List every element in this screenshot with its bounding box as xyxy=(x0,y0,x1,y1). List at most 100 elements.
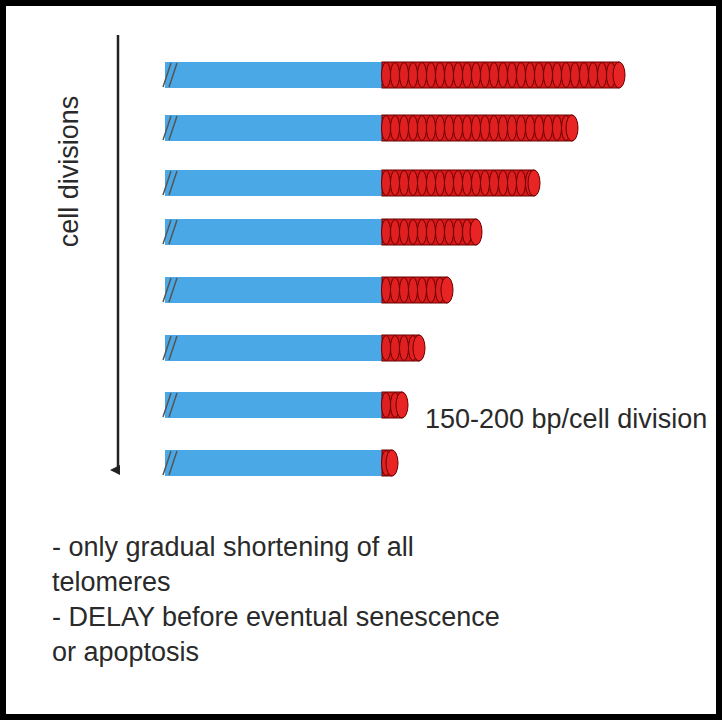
telomere-repeat xyxy=(454,116,463,141)
telomere-repeat xyxy=(580,63,589,88)
telomere-repeat xyxy=(400,220,409,245)
telomere-repeat xyxy=(391,63,400,88)
break-mark xyxy=(169,220,177,244)
telomere-repeat xyxy=(445,116,454,141)
telomere-repeat xyxy=(427,278,436,303)
telomere-repeat xyxy=(463,116,472,141)
break-mark xyxy=(169,336,177,360)
telomere-repeat xyxy=(499,63,508,88)
telomere-repeat xyxy=(386,450,398,476)
telomere-repeat xyxy=(553,63,562,88)
chromosome-bar xyxy=(165,219,382,245)
telomere-repeat xyxy=(526,63,535,88)
telomere-repeat xyxy=(409,278,418,303)
telomere-repeats xyxy=(382,62,619,88)
axis-label: cell divisions xyxy=(52,96,87,248)
telomere-repeat xyxy=(472,171,481,196)
chromosome-bar xyxy=(165,392,382,418)
telomere-repeat xyxy=(436,220,445,245)
telomere-repeat xyxy=(472,116,481,141)
telomere-repeat xyxy=(454,63,463,88)
telomere-repeat xyxy=(528,170,540,196)
telomere-repeat xyxy=(445,220,454,245)
telomere-repeat xyxy=(382,393,391,418)
telomere-repeat xyxy=(436,116,445,141)
telomere-repeat xyxy=(409,63,418,88)
telomere-repeat xyxy=(445,171,454,196)
telomere-repeat xyxy=(613,62,625,88)
telomere-repeat xyxy=(391,116,400,141)
telomere-repeat xyxy=(400,171,409,196)
break-mark xyxy=(169,116,177,140)
telomere-repeat xyxy=(562,63,571,88)
telomere-repeat xyxy=(517,171,526,196)
chromosome-bar xyxy=(165,62,382,88)
telomere-repeat xyxy=(517,116,526,141)
telomere-repeat xyxy=(517,63,526,88)
telomere-repeat xyxy=(418,116,427,141)
telomere-repeat xyxy=(409,116,418,141)
telomere-repeat xyxy=(400,336,409,361)
chromosome-bar xyxy=(165,115,382,141)
telomere-repeat xyxy=(463,63,472,88)
telomere-repeat xyxy=(409,171,418,196)
telomere-repeat xyxy=(427,63,436,88)
telomere-repeat xyxy=(535,116,544,141)
telomere-repeats xyxy=(382,219,476,245)
notes: - only gradual shortening of all telomer… xyxy=(52,530,512,670)
chromosome-bar xyxy=(165,450,382,476)
break-mark xyxy=(169,278,177,302)
telomere-repeat xyxy=(391,336,400,361)
rate-label: 150-200 bp/cell division xyxy=(425,402,710,437)
telomere-repeat xyxy=(472,63,481,88)
telomere-repeat xyxy=(436,63,445,88)
telomere-repeat xyxy=(445,63,454,88)
telomere-repeat xyxy=(589,63,598,88)
telomere-repeat xyxy=(508,116,517,141)
telomere-repeats xyxy=(382,277,447,303)
telomere-repeat xyxy=(490,63,499,88)
telomere-repeats xyxy=(382,170,534,196)
telomere-repeat xyxy=(481,171,490,196)
telomere-repeat xyxy=(508,63,517,88)
telomere-repeat xyxy=(427,116,436,141)
telomere-repeat xyxy=(481,116,490,141)
telomere-repeat xyxy=(382,63,391,88)
telomere-repeat xyxy=(418,63,427,88)
telomere-repeat xyxy=(400,116,409,141)
telomere-repeat xyxy=(391,171,400,196)
telomere-repeats xyxy=(382,115,572,141)
telomere-repeat xyxy=(535,63,544,88)
telomere-repeat xyxy=(481,63,490,88)
telomere-repeat xyxy=(382,220,391,245)
telomere-repeat xyxy=(544,116,553,141)
telomere-repeat xyxy=(571,63,580,88)
telomere-repeat xyxy=(400,63,409,88)
telomere-repeat xyxy=(382,278,391,303)
telomere-repeat xyxy=(382,171,391,196)
telomere-repeat xyxy=(441,277,453,303)
chromosome-bar xyxy=(165,335,382,361)
telomere-repeat xyxy=(490,171,499,196)
telomere-repeat xyxy=(454,220,463,245)
telomere-repeat xyxy=(499,171,508,196)
telomere-repeat xyxy=(382,116,391,141)
telomere-repeat xyxy=(418,171,427,196)
telomere-repeat xyxy=(391,278,400,303)
telomere-repeat xyxy=(499,116,508,141)
telomere-repeat xyxy=(544,63,553,88)
telomere-repeat xyxy=(470,219,482,245)
telomere-repeat xyxy=(553,116,562,141)
note: - DELAY before eventual senescence or ap… xyxy=(52,600,512,670)
telomere-repeat xyxy=(566,115,578,141)
telomere-repeat xyxy=(418,220,427,245)
telomere-repeat xyxy=(454,171,463,196)
chromosome-bar xyxy=(165,170,382,196)
telomere-repeat xyxy=(382,336,391,361)
time-arrow xyxy=(117,35,120,470)
telomere-repeat xyxy=(413,335,425,361)
telomere-repeat xyxy=(396,392,408,418)
break-mark xyxy=(169,393,177,417)
telomere-repeat xyxy=(391,220,400,245)
telomere-repeat xyxy=(409,220,418,245)
